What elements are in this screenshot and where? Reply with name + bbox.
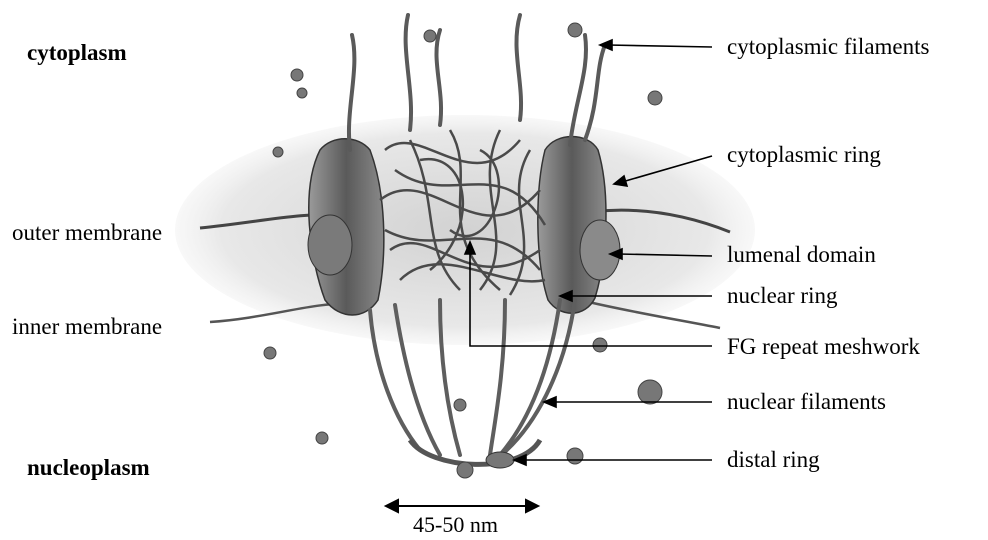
arrow-cytoplasmic-filaments: [608, 45, 712, 47]
label-cytoplasmic-filaments: cytoplasmic filaments: [727, 34, 929, 60]
scale-bar-label: 45-50 nm: [413, 512, 498, 538]
membrane-haze: [175, 115, 755, 345]
label-cytoplasmic-ring: cytoplasmic ring: [727, 142, 881, 168]
label-nuclear-ring: nuclear ring: [727, 283, 837, 309]
label-distal-ring: distal ring: [727, 447, 820, 473]
scale-bar-arrow-left: [386, 500, 398, 512]
label-inner-membrane: inner membrane: [12, 314, 162, 340]
distal-ring: [410, 440, 540, 468]
region-label-cytoplasm: cytoplasm: [27, 40, 127, 66]
scale-bar-arrow-right: [526, 500, 538, 512]
label-fg-repeat-meshwork: FG repeat meshwork: [727, 334, 920, 360]
label-lumenal-domain: lumenal domain: [727, 242, 876, 268]
region-label-nucleoplasm: nucleoplasm: [27, 455, 150, 481]
scale-bar: [386, 500, 538, 512]
label-outer-membrane: outer membrane: [12, 220, 162, 246]
nuclear-envelope: [175, 115, 755, 345]
label-nuclear-filaments: nuclear filaments: [727, 389, 886, 415]
